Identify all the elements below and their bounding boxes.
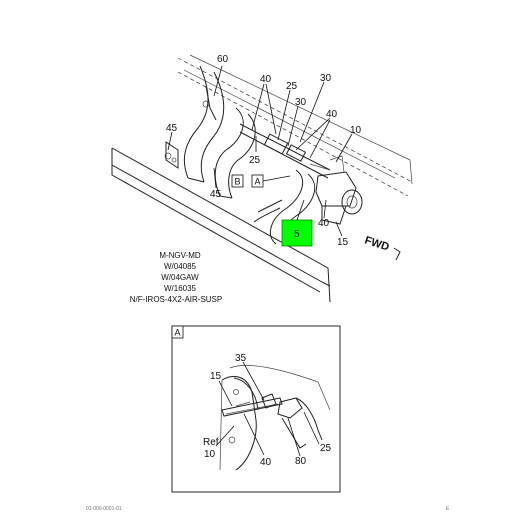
callout-10: 10 — [350, 125, 362, 136]
callout-25-top: 25 — [286, 81, 298, 92]
main-leader-lines — [167, 65, 353, 237]
detail-view-frame — [171, 325, 341, 493]
note-line-1: M-NGV-MD — [159, 251, 201, 260]
note-line-2: W/04085 — [164, 262, 197, 271]
callout-5: 5 — [294, 229, 300, 240]
footer: 01-000-0001-01 E — [86, 506, 450, 512]
callout-30-top-right: 30 — [320, 73, 332, 84]
callout-40-bottom: 40 — [318, 218, 330, 229]
view-marker-a[interactable]: A — [251, 174, 291, 188]
fwd-arrow-icon — [393, 247, 401, 261]
detail-callout-ref: Ref — [203, 437, 219, 448]
detail-callout-80: 80 — [295, 456, 307, 467]
view-marker-b[interactable]: B — [231, 174, 244, 188]
applicability-notes: M-NGV-MD W/04085 W/04GAW W/16035 N/F-IRO… — [130, 251, 222, 304]
main-frame-linework — [111, 54, 413, 303]
svg-text:A: A — [255, 177, 261, 187]
callout-25-mid: 25 — [249, 155, 261, 166]
note-line-3: W/04GAW — [161, 273, 199, 282]
highlighted-part-5[interactable]: 5 — [281, 199, 313, 247]
footer-left: 01-000-0001-01 — [86, 506, 122, 512]
svg-text:B: B — [235, 177, 241, 187]
callout-45-left: 45 — [166, 123, 178, 134]
fwd-label: FWD — [363, 234, 391, 253]
callout-15: 15 — [337, 237, 349, 248]
note-line-4: W/16035 — [164, 284, 197, 293]
note-line-5: N/F-IROS-4X2-AIR-SUSP — [130, 295, 222, 304]
detail-view-label: A — [175, 328, 181, 338]
callout-60: 60 — [217, 54, 229, 65]
forward-direction-indicator: FWD — [363, 234, 401, 261]
detail-callout-25: 25 — [320, 443, 332, 454]
detail-view-a: A 35 15 25 Ref 10 40 80 — [171, 325, 341, 493]
footer-right: E — [446, 506, 450, 512]
callout-40-top: 40 — [260, 74, 272, 85]
callout-30-mid: 30 — [295, 97, 307, 108]
detail-callout-35: 35 — [235, 353, 247, 364]
callout-40-right: 40 — [326, 109, 338, 120]
callout-45-bottom: 45 — [210, 189, 222, 200]
detail-callout-40: 40 — [260, 457, 272, 468]
main-callouts: 60 40 25 30 30 40 10 45 25 45 40 15 — [166, 54, 362, 248]
detail-view-label-box — [171, 325, 184, 339]
detail-callout-15: 15 — [210, 371, 222, 382]
detail-callout-10: 10 — [204, 449, 216, 460]
